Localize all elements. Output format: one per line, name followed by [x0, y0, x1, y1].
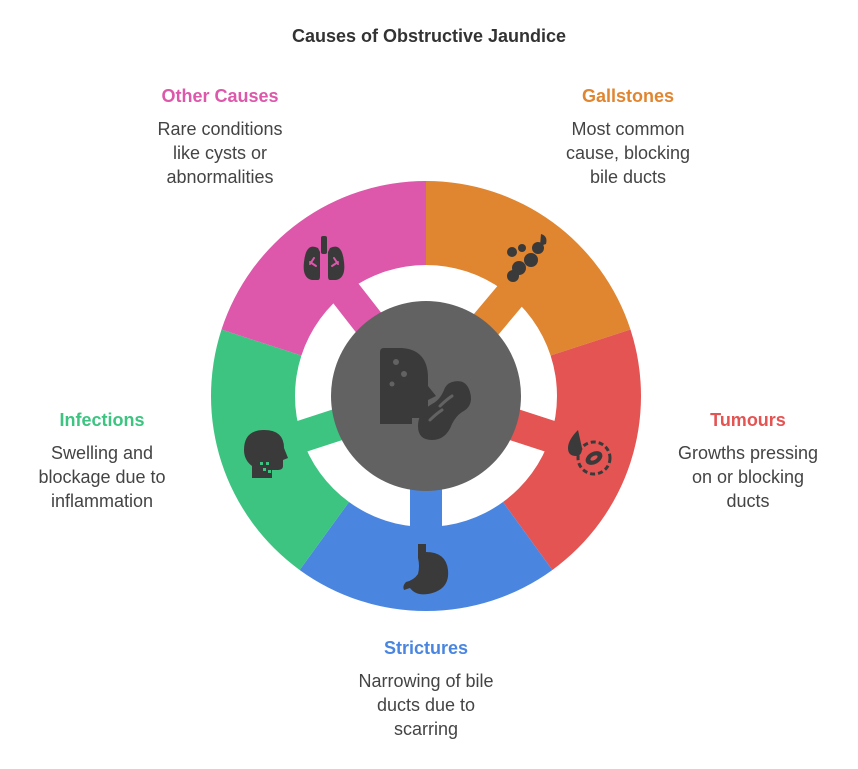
description-infections: Swelling and blockage due to inflammatio…	[38, 443, 166, 511]
description-other-causes: Rare conditions like cysts or abnormalit…	[157, 119, 283, 187]
description-strictures: Narrowing of bile ducts due to scarring	[358, 671, 494, 739]
heading-strictures: Strictures	[383, 638, 469, 658]
head-infection-icon	[244, 430, 288, 478]
heading-gallstones: Gallstones	[581, 86, 675, 106]
label-gallstones: Gallstones Most common cause, blocking b…	[528, 86, 728, 189]
segment-other	[221, 181, 426, 356]
description-tumours: Growths pressing on or blocking ducts	[677, 443, 819, 511]
heading-other-causes: Other Causes	[161, 86, 279, 106]
label-infections: Infections Swelling and blockage due to …	[12, 410, 192, 513]
stomach-icon	[403, 544, 449, 595]
segment-gallstones	[426, 181, 631, 356]
head-and-liver-icon	[380, 348, 471, 440]
label-other-causes: Other Causes Rare conditions like cysts …	[120, 86, 320, 189]
tumour-cell-icon	[568, 430, 612, 476]
connector-infections	[294, 408, 345, 453]
connector-tumours	[507, 408, 558, 453]
gallstones-icon	[507, 234, 547, 282]
label-tumours: Tumours Growths pressing on or blocking …	[658, 410, 838, 513]
heading-tumours: Tumours	[710, 410, 786, 430]
lungs-icon	[303, 236, 345, 280]
label-strictures: Strictures Narrowing of bile ducts due t…	[326, 638, 526, 741]
heading-infections: Infections	[59, 410, 145, 430]
description-gallstones: Most common cause, blocking bile ducts	[565, 119, 691, 187]
diagram-title: Causes of Obstructive Jaundice	[291, 26, 567, 46]
connector-strictures	[410, 487, 442, 529]
